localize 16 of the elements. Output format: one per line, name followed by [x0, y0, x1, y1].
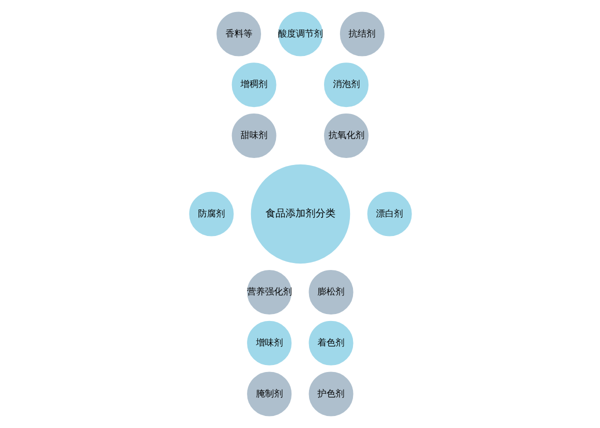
node-circle: 食品添加剂分类 — [249, 163, 351, 265]
node-circle: 抗氧化剂 — [322, 112, 370, 160]
node-circle: 着色剂 — [307, 320, 354, 367]
node-circle: 营养强化剂 — [245, 268, 292, 316]
node-circle: 防腐剂 — [187, 190, 234, 238]
node-circle: 腌制剂 — [245, 370, 292, 418]
node-circle: 甜味剂 — [230, 112, 278, 160]
node-circle: 酸度调节剂 — [276, 10, 324, 58]
node-circle: 漂白剂 — [366, 190, 413, 238]
node-circle: 增稠剂 — [230, 61, 278, 108]
node-circle: 抗结剂 — [338, 10, 386, 58]
node-circle: 消泡剂 — [322, 61, 370, 108]
node-circle: 膨松剂 — [307, 268, 354, 316]
node-circle: 增味剂 — [245, 320, 292, 367]
node-circle: 护色剂 — [307, 370, 354, 418]
node-circle: 香料等 — [214, 10, 262, 58]
